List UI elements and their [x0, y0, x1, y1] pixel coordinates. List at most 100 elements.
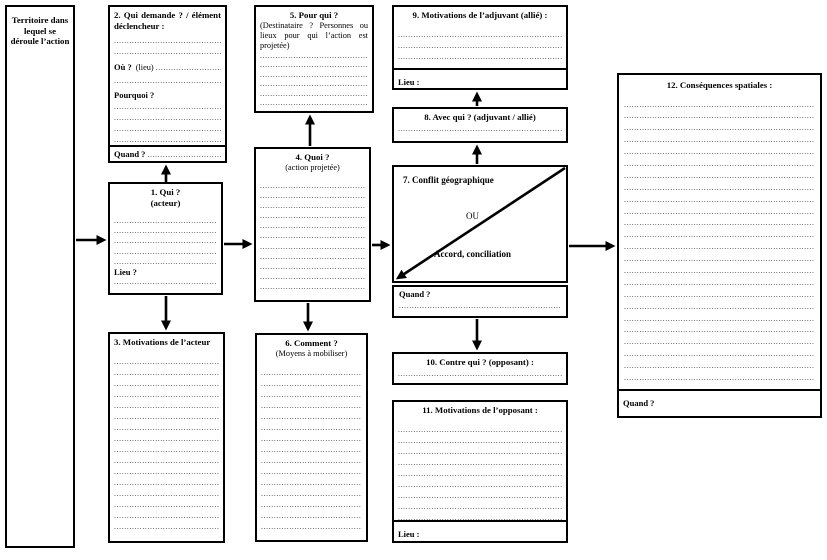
box-6-title: 6. Comment ? — [285, 338, 338, 348]
dotted-line: ........................................… — [114, 433, 219, 443]
box-12-consequences-spatiales: 12. Conséquences spatiales : ...........… — [617, 73, 822, 418]
dotted-line: ........................................… — [260, 98, 368, 108]
box-7-quand: Quand ? ................................… — [392, 285, 568, 318]
dotted-line: ........................................… — [261, 488, 362, 498]
box-2-qui-demande: 2. Qui demande ? / élément déclencheur :… — [108, 5, 227, 163]
dotted-line: ........................................… — [261, 521, 362, 531]
dotted-line: ........................................… — [260, 69, 368, 79]
dotted-line: ........................................… — [261, 466, 362, 476]
dotted-line: ........................................… — [114, 477, 219, 487]
box-11-title: 11. Motivations de l’opposant : — [422, 405, 538, 415]
dotted-line: ........................................… — [261, 433, 362, 443]
dotted-fill-lines: ........................................… — [114, 35, 221, 57]
box-4-subtitle: (action projetée) — [285, 162, 340, 172]
dotted-fill-lines: ........................................… — [114, 356, 219, 540]
spacer — [394, 21, 566, 29]
box-2-title: 2. Qui demande ? / élément déclencheur : — [114, 10, 221, 31]
accord-label: Accord, conciliation — [434, 249, 511, 259]
box-4-title: 4. Quoi ? — [295, 152, 330, 162]
box-6-comment: 6. Comment ? (Moyens à mobiliser) ......… — [255, 333, 368, 542]
dotted-line: ........................................… — [398, 490, 562, 500]
box-3-motivations-acteur: 3. Motivations de l’acteur .............… — [108, 332, 225, 543]
dotted-line: ........................................… — [398, 446, 562, 456]
dotted-line: ........................................… — [398, 501, 562, 511]
box-9-motivations-adjuvant: 9. Motivations de l’adjuvant (allié) : .… — [392, 5, 568, 90]
box-territory: Territoire dans lequel se déroule l’acti… — [5, 5, 75, 548]
dotted-line: ........................................… — [261, 378, 362, 388]
dotted-line: ........................................… — [398, 51, 562, 61]
spacer — [260, 173, 365, 181]
dotted-line: ........................................… — [624, 206, 815, 216]
dotted-line: ........................................… — [260, 221, 365, 231]
box-7-conflit-geographique: 7. Conflit géographique OU Accord, conci… — [392, 165, 568, 283]
dotted-line: ........................................… — [624, 158, 815, 168]
ou-hint: (lieu) — [135, 63, 154, 72]
lieu-label: Lieu : — [398, 529, 420, 539]
dotted-line: ........................................… — [114, 36, 221, 45]
dotted-line: ........................................… — [260, 282, 365, 292]
dotted-line: ........................................… — [624, 289, 815, 299]
dotted-fill-lines: ........................................… — [114, 216, 217, 267]
dotted-line: ........................................… — [399, 300, 561, 310]
dotted-fill-lines: ........................................… — [394, 424, 566, 521]
dotted-fill-lines: ........................................… — [260, 51, 368, 110]
dotted-line: ........................................… — [260, 60, 368, 70]
dotted-fill-lines: ........................................… — [394, 29, 566, 62]
dotted-line: ........................................… — [260, 50, 368, 60]
dotted-line: ........................................… — [624, 230, 815, 240]
quand-label: Quand ? — [623, 398, 655, 408]
ou-row: Où ? (lieu) ............................… — [114, 57, 221, 75]
dotted-fill-lines: ........................................… — [114, 101, 221, 145]
dotted-line: ........................................… — [261, 444, 362, 454]
box-11-motivations-opposant: 11. Motivations de l’opposant : ........… — [392, 400, 568, 543]
dotted-line: ........................................… — [114, 499, 219, 509]
lieu-row: Lieu : — [394, 520, 566, 541]
dotted-line: ........................................… — [261, 400, 362, 410]
lieu-label: Lieu : — [398, 77, 420, 87]
dotted-line: ........................................… — [260, 88, 368, 98]
box-5-subtitle: (Destinataire ? Personnes ou lieux pour … — [260, 20, 368, 50]
ou-label: OU — [466, 211, 479, 221]
dotted-line: ........................................… — [261, 411, 362, 421]
spacer — [114, 348, 219, 356]
dotted-line: ........................................… — [261, 367, 362, 377]
dotted-line: ........................................… — [624, 99, 815, 109]
box-7-title: 7. Conflit géographique — [403, 175, 494, 185]
dotted-line: ........................................… — [624, 123, 815, 133]
box-10-title: 10. Contre qui ? (opposant) : — [426, 357, 534, 367]
spacer — [261, 359, 362, 367]
dotted-line: ........................................… — [114, 367, 219, 377]
dotted-line: ........................................… — [624, 277, 815, 287]
dotted-line: ........................................… — [624, 254, 815, 264]
dotted-fill-lines: ........................................… — [398, 368, 562, 379]
lieu-row: Lieu : — [394, 68, 566, 88]
dotted-line: ........................................… — [624, 265, 815, 275]
box-1-qui-acteur: 1. Qui ? (acteur) ......................… — [108, 182, 223, 295]
dotted-line: ........................................… — [114, 101, 221, 111]
dotted-line: ........................................… — [114, 411, 219, 421]
spacer — [619, 91, 820, 99]
dotted-fill: ........................................… — [155, 63, 221, 72]
dotted-line: ........................................… — [114, 277, 217, 287]
dotted-line: ........................................… — [398, 123, 562, 133]
dotted-fill-lines: ........................................… — [260, 181, 365, 299]
quand-row: Quand ? ................................… — [110, 145, 225, 161]
dotted-line: ........................................… — [624, 361, 815, 371]
dotted-line: ........................................… — [114, 123, 221, 133]
dotted-line: ........................................… — [114, 444, 219, 454]
dotted-fill: ........................................… — [147, 150, 221, 159]
dotted-line: ........................................… — [398, 457, 562, 467]
quand-row: Quand ? — [619, 389, 820, 416]
dotted-line: ........................................… — [114, 466, 219, 476]
dotted-line: ........................................… — [398, 29, 562, 39]
dotted-line: ........................................… — [398, 512, 562, 521]
dotted-line: ........................................… — [624, 194, 815, 204]
dotted-line: ........................................… — [114, 226, 217, 236]
dotted-line: ........................................… — [114, 76, 221, 85]
box-10-contre-qui: 10. Contre qui ? (opposant) : ..........… — [392, 352, 568, 385]
dotted-line: ........................................… — [260, 211, 365, 221]
dotted-line: ........................................… — [114, 488, 219, 498]
dotted-line: ........................................… — [624, 301, 815, 311]
dotted-fill-lines: ........................................… — [261, 367, 362, 539]
